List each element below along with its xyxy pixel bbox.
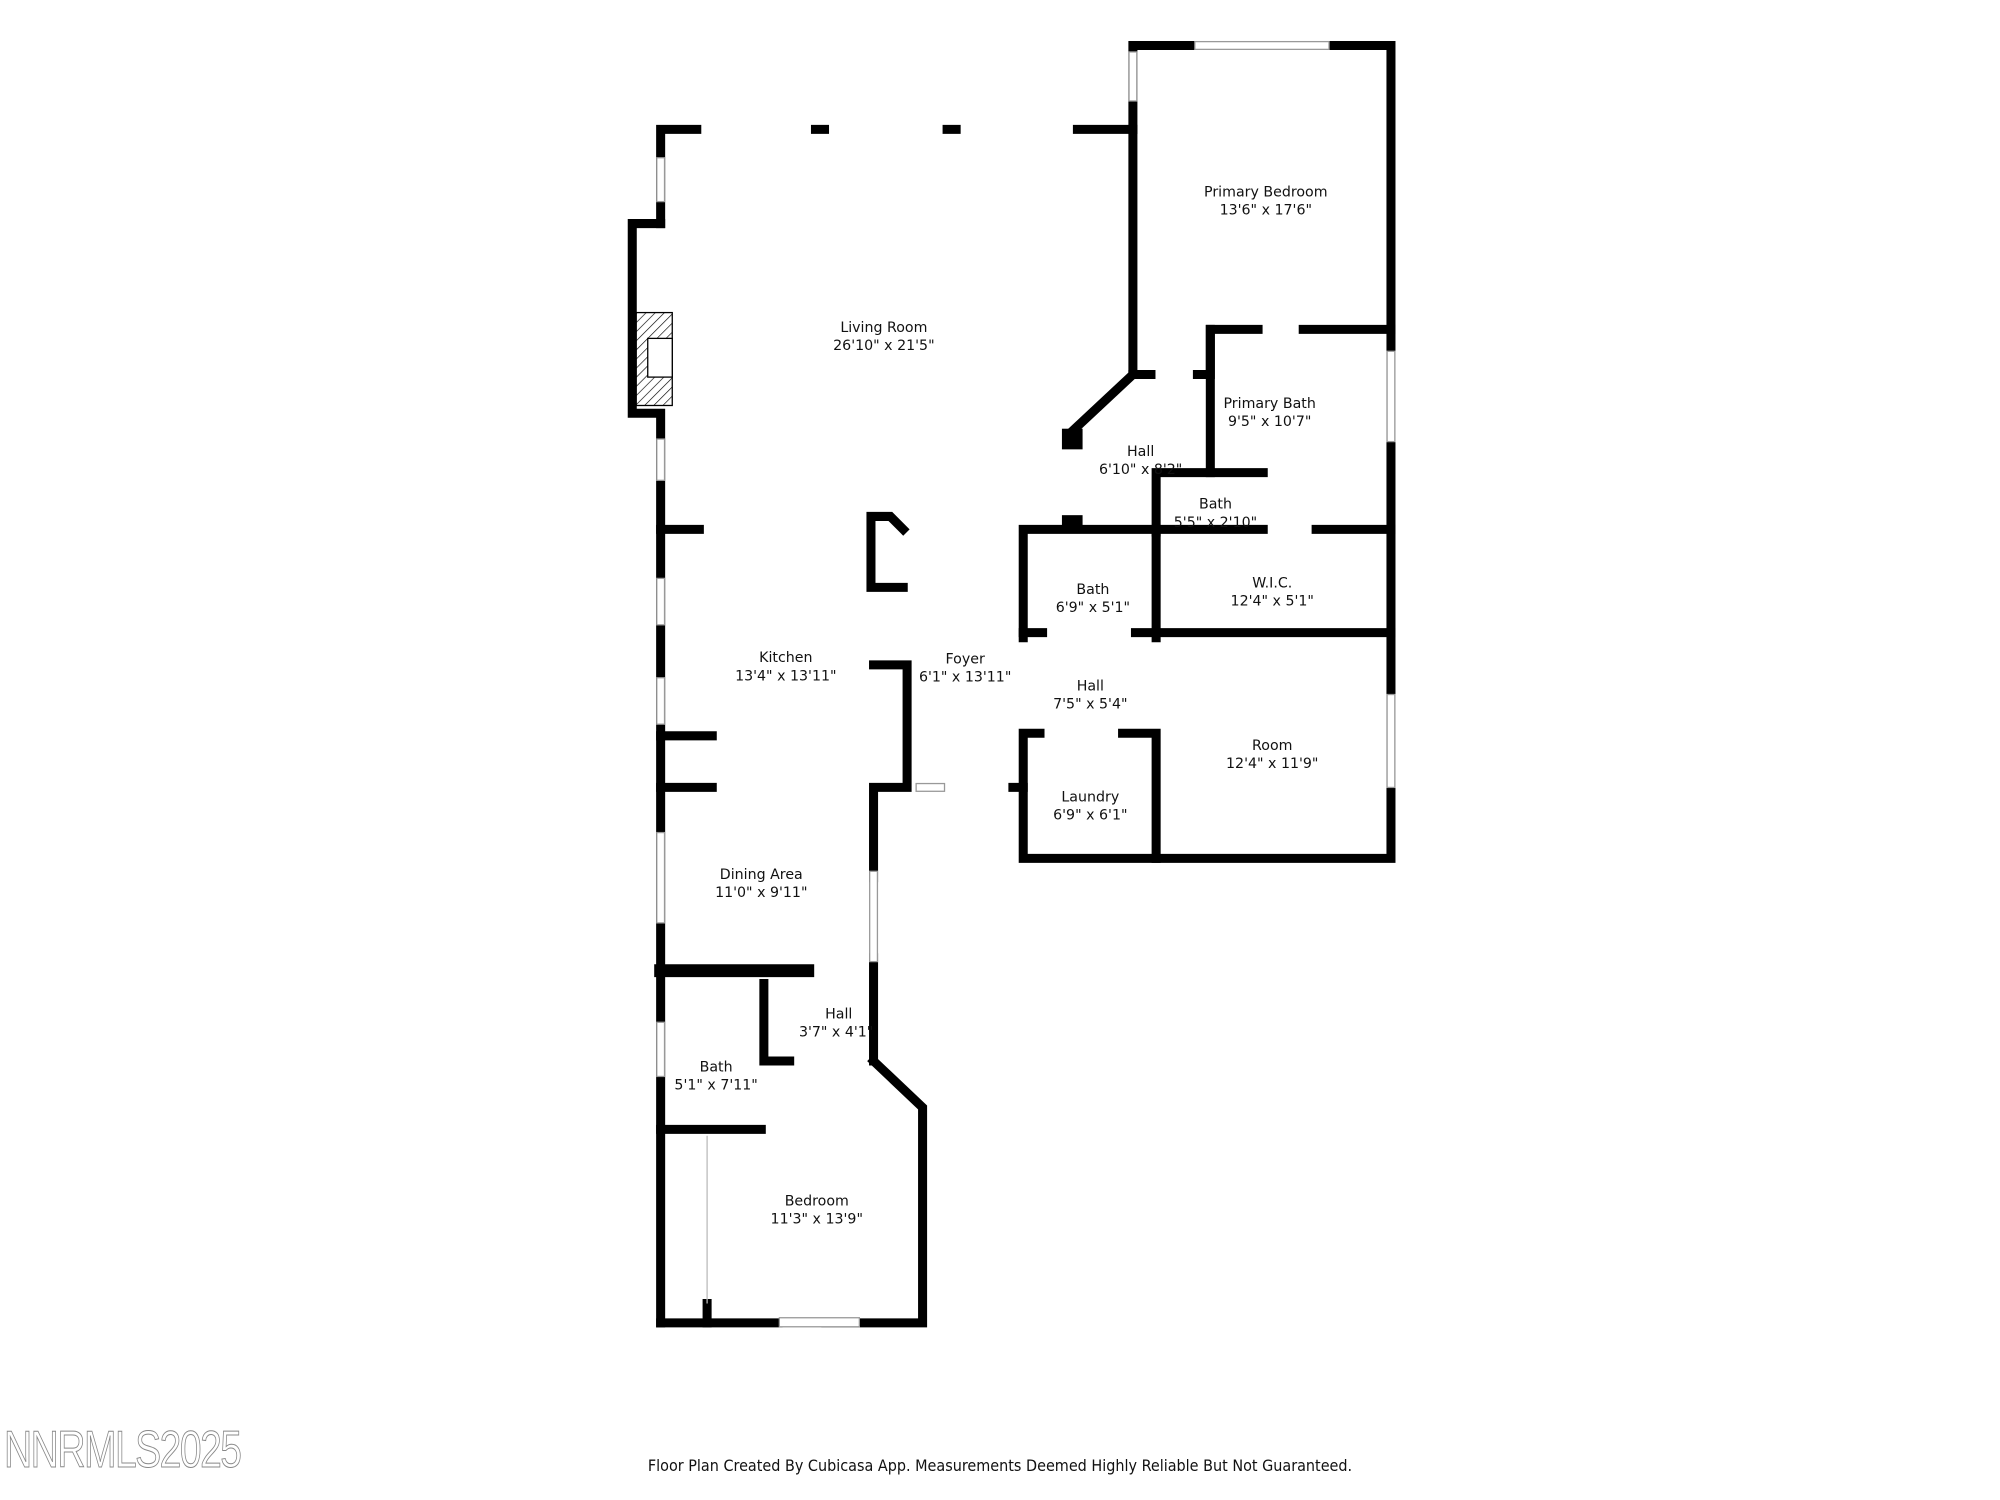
windows [656, 40, 1396, 1328]
room-size: 13'4" x 13'11" [735, 668, 836, 684]
room-size: 26'10" x 21'5" [833, 338, 934, 354]
room-name: Kitchen [759, 650, 812, 666]
room-name: Dining Area [720, 867, 803, 883]
room-size: 3'7" x 4'1" [799, 1024, 873, 1040]
room-size: 11'0" x 9'11" [715, 885, 807, 901]
watermark: NNRMLS2025 [4, 1421, 243, 1480]
room-name: W.I.C. [1252, 575, 1292, 591]
room-name: Hall [825, 1006, 852, 1022]
room-name: Foyer [946, 652, 985, 668]
room-name: Primary Bath [1224, 396, 1316, 412]
fireplace-icon [635, 311, 673, 407]
room-size: 5'5" x 2'10" [1174, 515, 1257, 531]
room-size: 11'3" x 13'9" [771, 1212, 863, 1228]
room-size: 12'4" x 11'9" [1226, 756, 1318, 772]
room-name: Bedroom [785, 1193, 849, 1209]
room-size: 5'1" x 7'11" [674, 1077, 757, 1093]
room-size: 6'9" x 5'1" [1056, 600, 1130, 616]
footer-disclaimer: Floor Plan Created By Cubicasa App. Meas… [647, 1456, 1353, 1475]
room-size: 13'6" x 17'6" [1220, 203, 1312, 219]
room-name: Laundry [1061, 790, 1119, 806]
room-name: Bath [1199, 497, 1232, 513]
room-size: 6'10" x 8'2" [1099, 462, 1182, 478]
room-name: Hall [1077, 679, 1104, 695]
room-size: 9'5" x 10'7" [1228, 414, 1311, 430]
room-name: Living Room [840, 320, 927, 336]
room-size: 7'5" x 5'4" [1053, 697, 1127, 713]
room-size: 12'4" x 5'1" [1231, 593, 1314, 609]
room-size: 6'9" x 6'1" [1053, 808, 1127, 824]
room-name: Primary Bedroom [1204, 184, 1328, 200]
room-name: Bath [1076, 582, 1109, 598]
room-labels: Primary Bedroom 13'6" x 17'6" Living Room… [674, 184, 1327, 1227]
room-name: Room [1252, 738, 1292, 754]
svg-text:W.I.C.12'4" x 5'1": W.I.C. 12'4" x 5'1" [1231, 575, 1314, 609]
room-name: Hall [1127, 444, 1154, 460]
room-name: Bath [700, 1059, 733, 1075]
room-size: 6'1" x 13'11" [919, 670, 1011, 686]
